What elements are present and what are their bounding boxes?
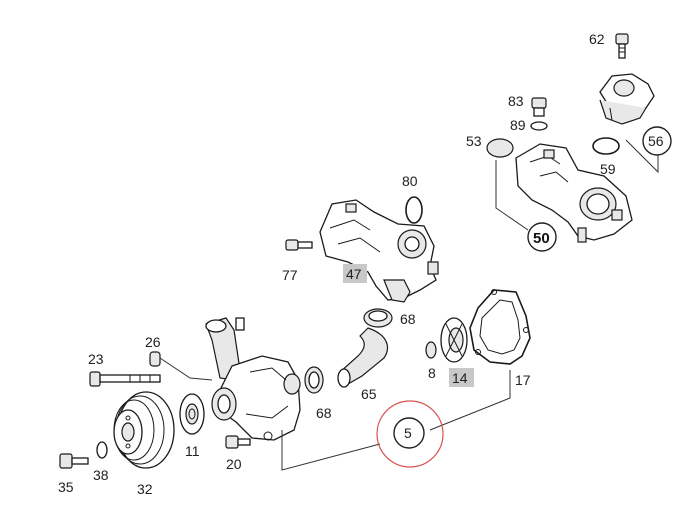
callout-ring-56 — [642, 126, 672, 156]
bolt-62[interactable] — [615, 33, 629, 59]
thermostat-housing-assembly — [486, 33, 659, 243]
label-26: 26 — [145, 334, 161, 350]
label-23: 23 — [88, 351, 104, 367]
hose-clamp-upper-68[interactable] — [363, 308, 393, 328]
gasket-17[interactable] — [469, 289, 531, 365]
upper-housing-47[interactable] — [285, 196, 439, 303]
label-47: 47 — [346, 266, 362, 282]
seal-ring-89[interactable] — [530, 121, 548, 131]
o-ring-80[interactable] — [405, 196, 423, 224]
label-65: 65 — [361, 386, 377, 402]
seal-ring-8[interactable] — [425, 341, 437, 359]
hub-11[interactable] — [179, 393, 205, 435]
label-8: 8 — [428, 365, 436, 381]
label-59: 59 — [600, 161, 616, 177]
label-53: 53 — [466, 133, 482, 149]
pulley-32[interactable] — [113, 391, 175, 469]
impeller-14[interactable] — [440, 317, 468, 363]
coolant-hose-65[interactable] — [337, 327, 389, 388]
label-80: 80 — [402, 173, 418, 189]
label-14: 14 — [452, 370, 468, 386]
label-32: 32 — [137, 481, 153, 497]
bolt-23[interactable] — [89, 371, 161, 387]
callout-ring-5-outer — [376, 400, 444, 468]
label-89: 89 — [510, 117, 526, 133]
label-17: 17 — [515, 372, 531, 388]
label-68-upper: 68 — [400, 311, 416, 327]
label-5: 5 — [404, 425, 412, 441]
housing-body-50[interactable] — [515, 143, 633, 243]
highlight-box-14 — [449, 368, 474, 387]
label-62: 62 — [589, 31, 605, 47]
bolt-20[interactable] — [225, 435, 251, 449]
bushing-26[interactable] — [149, 351, 161, 367]
thermostat-cover[interactable] — [599, 73, 655, 125]
label-56: 56 — [648, 133, 664, 149]
bolt-77[interactable] — [285, 239, 313, 251]
label-20: 20 — [226, 456, 242, 472]
label-38: 38 — [93, 467, 109, 483]
label-68-lower: 68 — [316, 405, 332, 421]
hose-clamp-lower-68[interactable] — [304, 366, 324, 394]
label-77: 77 — [282, 267, 298, 283]
label-83: 83 — [508, 93, 524, 109]
label-35: 35 — [58, 479, 74, 495]
cap-53[interactable] — [486, 138, 514, 158]
callout-ring-5 — [393, 417, 425, 449]
bolt-35[interactable] — [59, 453, 89, 469]
highlight-box-47 — [343, 264, 367, 283]
label-11: 11 — [185, 443, 200, 459]
washer-38[interactable] — [96, 441, 108, 459]
callout-ring-50 — [527, 222, 557, 252]
plug-83[interactable] — [531, 97, 547, 117]
label-50: 50 — [533, 230, 550, 247]
o-ring-59[interactable] — [592, 137, 620, 155]
water-pump-body-5[interactable] — [205, 317, 301, 441]
